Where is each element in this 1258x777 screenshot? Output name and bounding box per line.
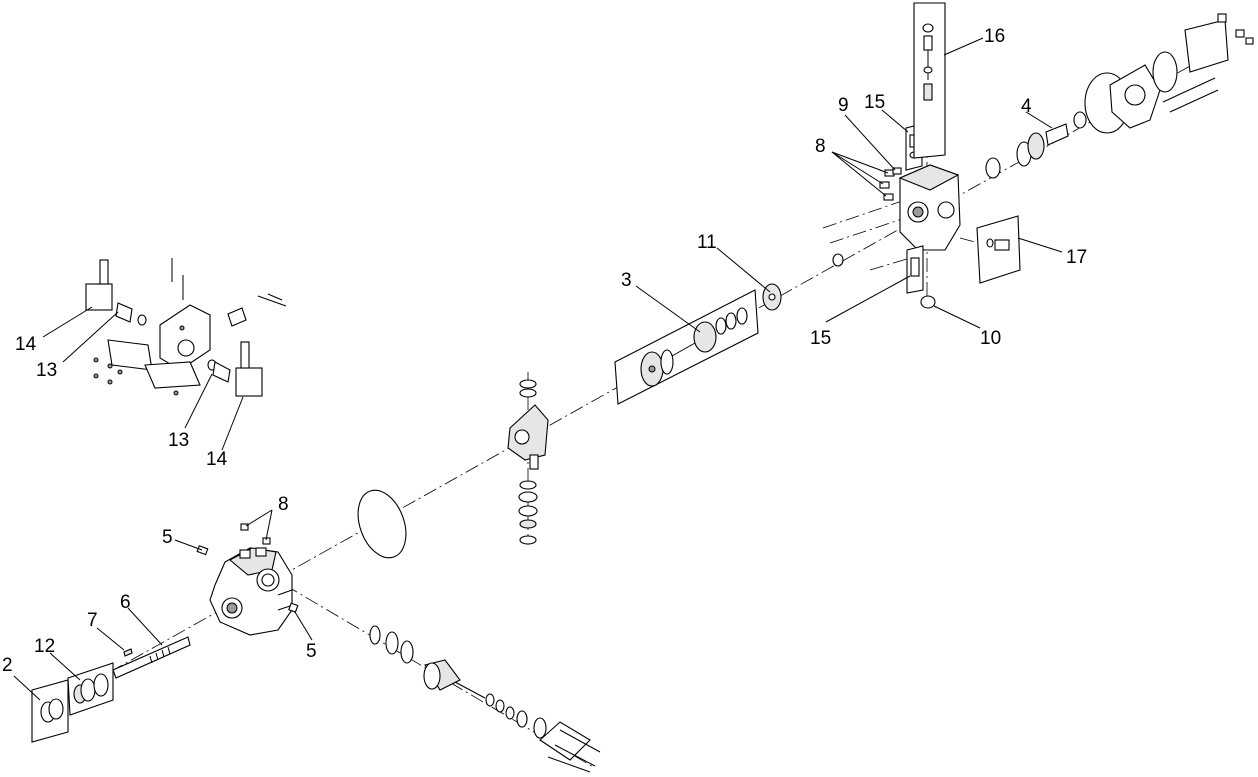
callout-14-left: 14 bbox=[15, 334, 37, 355]
callout-5-lower: 5 bbox=[306, 641, 317, 662]
callout-3: 3 bbox=[621, 270, 632, 291]
part-12-bearing-group bbox=[67, 662, 114, 716]
servo-piston-assembly bbox=[369, 625, 601, 773]
callout-2: 2 bbox=[2, 655, 13, 676]
callout-4: 4 bbox=[1021, 96, 1032, 117]
swashplate-assembly bbox=[507, 379, 549, 545]
callout-5-upper: 5 bbox=[162, 527, 173, 548]
callout-8-lower: 8 bbox=[278, 494, 289, 515]
callout-12: 12 bbox=[34, 636, 55, 657]
part-3-rotating-group bbox=[614, 289, 759, 405]
callout-17: 17 bbox=[1066, 247, 1087, 268]
part-5-fitting-lower bbox=[288, 602, 299, 613]
part-6-drive-shaft bbox=[112, 636, 191, 679]
endcap-seal bbox=[832, 253, 844, 267]
callout-9: 9 bbox=[838, 95, 849, 116]
gasket-ring bbox=[357, 489, 407, 559]
part-15-valve-lower bbox=[906, 245, 924, 294]
callout-13-left: 13 bbox=[36, 360, 57, 381]
part-16-relief-valve bbox=[913, 2, 946, 159]
callout-6: 6 bbox=[120, 592, 131, 613]
callout-8-upper: 8 bbox=[815, 136, 826, 157]
callout-labels: 2 12 7 6 5 5 8 3 11 4 9 15 8 16 17 15 10… bbox=[2, 26, 1087, 676]
part-8-plugs-lower bbox=[240, 523, 271, 545]
part-17-valve bbox=[976, 215, 1021, 284]
callout-15-lower: 15 bbox=[810, 328, 831, 349]
leader-lines bbox=[13, 37, 1063, 701]
callout-15-upper: 15 bbox=[864, 92, 885, 113]
callout-7: 7 bbox=[87, 610, 98, 631]
part-9-plug bbox=[892, 167, 902, 175]
part-5-fitting-upper bbox=[196, 545, 209, 556]
part-8-plugs-upper bbox=[879, 169, 895, 201]
pump-housing bbox=[209, 547, 293, 636]
part-2-seal-group bbox=[31, 679, 69, 743]
endcap-housing bbox=[898, 164, 961, 251]
solenoid-group-left bbox=[85, 258, 287, 397]
callout-13-center: 13 bbox=[168, 430, 189, 451]
part-7-key bbox=[123, 648, 133, 657]
callout-14-center: 14 bbox=[206, 449, 228, 470]
part-10-charge-pump-plug bbox=[920, 295, 936, 309]
callout-10: 10 bbox=[980, 328, 1001, 349]
callout-11: 11 bbox=[697, 232, 717, 253]
charge-pump-assembly bbox=[985, 13, 1254, 179]
callout-16: 16 bbox=[984, 26, 1005, 47]
